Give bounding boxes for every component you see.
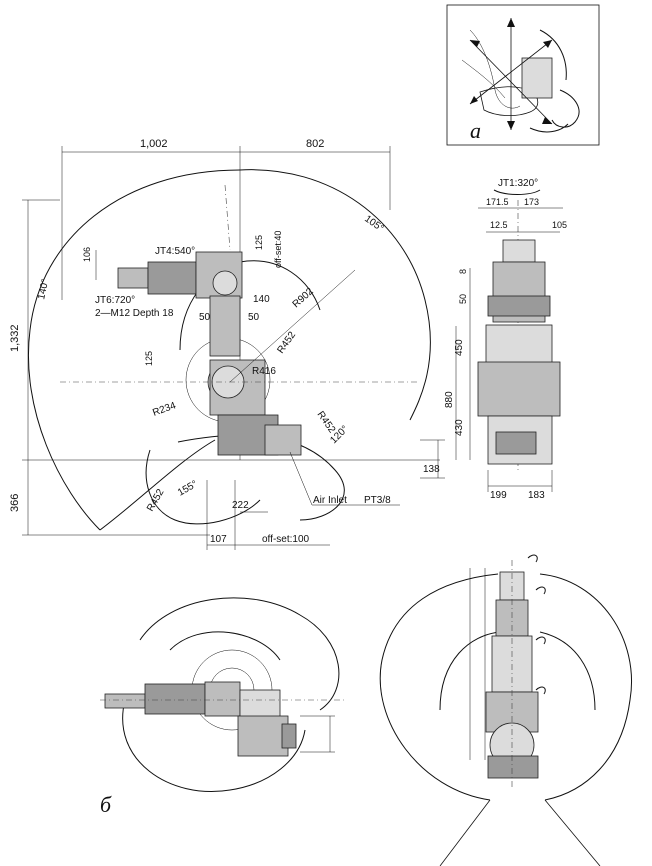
r902-label: R902 bbox=[291, 286, 316, 310]
dim-430: 430 bbox=[454, 419, 465, 436]
dim-138: 138 bbox=[423, 464, 440, 475]
hand-held-block bbox=[521, 57, 553, 99]
dim-125-mid: 125 bbox=[144, 351, 154, 366]
b-envelope-bottom bbox=[122, 699, 306, 792]
dim-125-top: 125 bbox=[254, 235, 264, 250]
b-tool bbox=[104, 693, 146, 709]
dim-50-left: 50 bbox=[199, 312, 211, 323]
panel-a-inset: a bbox=[446, 4, 600, 146]
offset-100: off-set:100 bbox=[262, 534, 310, 545]
dim-173: 173 bbox=[524, 197, 539, 207]
r452-a-label: R452 bbox=[275, 329, 298, 355]
envelope-outer-right bbox=[239, 169, 431, 421]
dim-222: 222 bbox=[232, 500, 249, 511]
envelope-outer-left bbox=[27, 169, 241, 531]
top-base bbox=[487, 755, 539, 779]
dim-366: 366 bbox=[9, 494, 21, 512]
upper-arm bbox=[209, 295, 241, 357]
panel-b-letter: б bbox=[100, 792, 112, 817]
front-view: JT1:320° 171.5 173 12.5 105 8 50 450 880… bbox=[444, 178, 567, 501]
tool-flange bbox=[117, 267, 149, 289]
dim-105: 105 bbox=[552, 220, 567, 230]
dim-106: 106 bbox=[82, 247, 92, 262]
b-forearm bbox=[144, 683, 206, 715]
front-wrist bbox=[502, 239, 536, 263]
b-envelope-top bbox=[139, 597, 340, 711]
mount-label: 2—M12 Depth 18 bbox=[95, 308, 174, 319]
front-connector-panel bbox=[495, 431, 537, 455]
top-envelope-left bbox=[379, 573, 499, 801]
r234-label: R234 bbox=[151, 400, 178, 419]
dim-802: 802 bbox=[306, 138, 324, 150]
jt4-label: JT4:540° bbox=[155, 246, 195, 257]
pt-label: PT3/8 bbox=[364, 495, 391, 506]
dim-140: 140 bbox=[253, 294, 270, 305]
dim-50-front: 50 bbox=[458, 294, 468, 304]
jt1-label: JT1:320° bbox=[498, 178, 538, 189]
dim-183: 183 bbox=[528, 490, 545, 501]
front-column bbox=[477, 361, 561, 417]
r416-label: R416 bbox=[252, 366, 276, 377]
offset-40: off-set:40 bbox=[273, 231, 283, 268]
dim-450: 450 bbox=[454, 339, 465, 356]
dim-107: 107 bbox=[210, 534, 227, 545]
panel-a-letter: a bbox=[470, 118, 481, 143]
dim-8: 8 bbox=[458, 269, 468, 274]
side-view: 1,002 802 1,332 366 138 106 125 off-set:… bbox=[9, 138, 445, 550]
hand-sketch bbox=[469, 29, 521, 109]
dim-1002: 1,002 bbox=[140, 138, 168, 150]
top-view bbox=[379, 554, 632, 866]
front-shoulder bbox=[485, 324, 553, 366]
dim-171-5: 171.5 bbox=[486, 197, 509, 207]
panel-b-side-view: б bbox=[100, 597, 345, 817]
forearm bbox=[147, 261, 197, 295]
dim-50-right: 50 bbox=[248, 312, 260, 323]
angle-140: 140° bbox=[36, 278, 51, 301]
dim-12-5: 12.5 bbox=[490, 220, 508, 230]
jt6-label: JT6:720° bbox=[95, 295, 135, 306]
angle-105: 105° bbox=[362, 213, 385, 234]
top-envelope-right bbox=[539, 573, 632, 801]
dim-199: 199 bbox=[490, 490, 507, 501]
b-base bbox=[237, 715, 289, 757]
dim-880: 880 bbox=[444, 391, 455, 408]
air-inlet-label: Air Inlet bbox=[313, 495, 347, 506]
dim-1332: 1,332 bbox=[9, 324, 21, 352]
angle-155: 155° bbox=[176, 479, 199, 499]
base-connector-box bbox=[264, 424, 302, 456]
panel-a-frame bbox=[446, 4, 600, 146]
